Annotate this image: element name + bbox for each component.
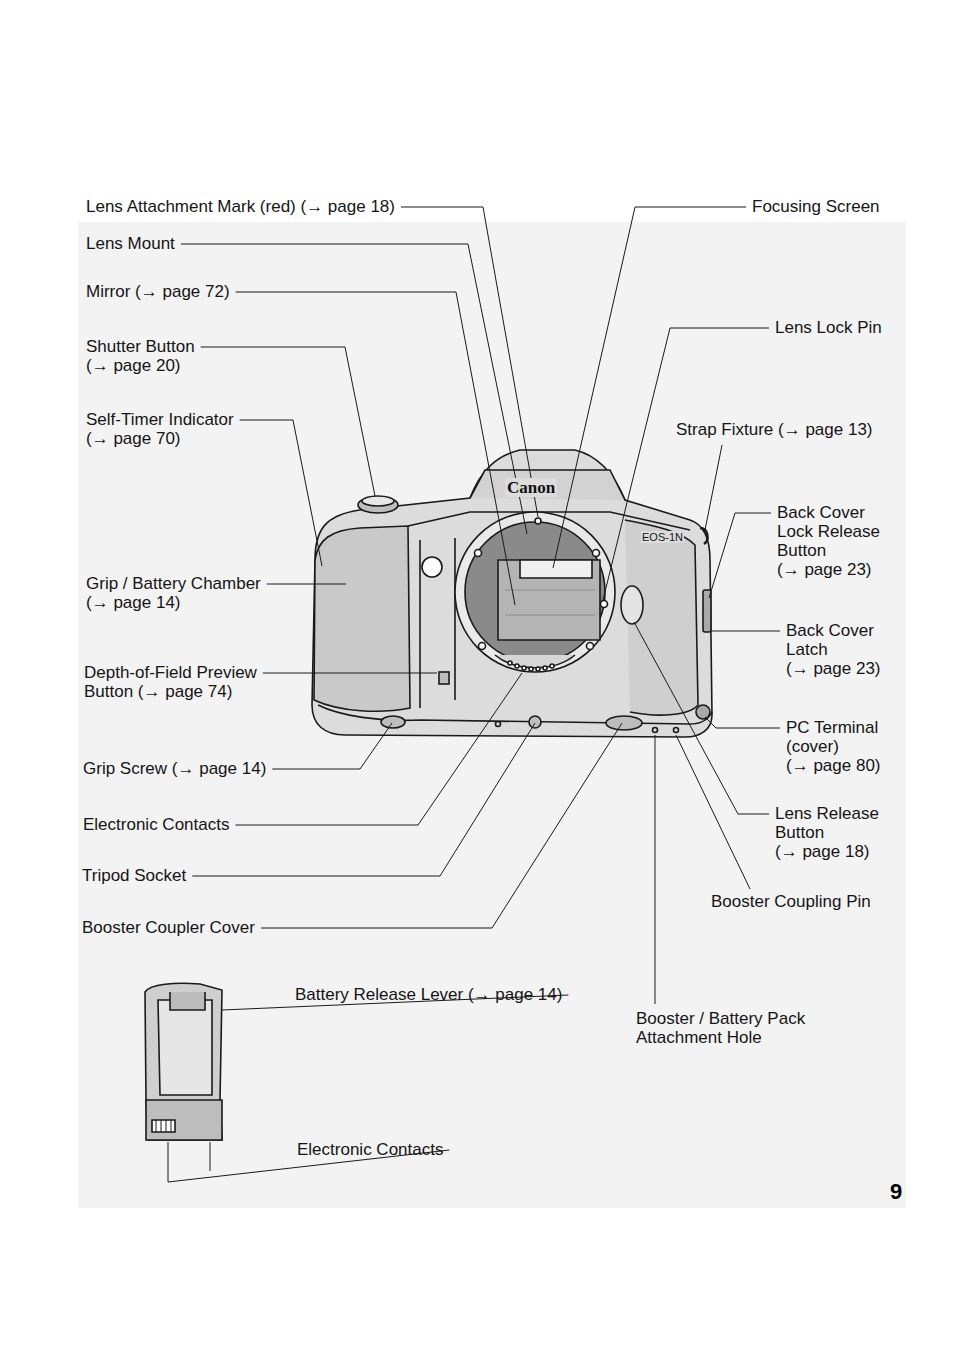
battery-grip xyxy=(145,983,222,1140)
text-line: Booster Coupling Pin xyxy=(711,892,871,911)
text-line: Grip / Battery Chamber xyxy=(86,574,261,593)
text-line: Lens Attachment Mark (red) (→ page 18) xyxy=(86,197,395,216)
part-label: Shutter Button (→ page 20) xyxy=(86,337,195,375)
text-line: Tripod Socket xyxy=(82,866,186,885)
text-line: Grip Screw (→ page 14) xyxy=(83,759,266,778)
part-label: Self-Timer Indicator (→ page 70) xyxy=(86,410,234,448)
text-line: (→ page 80) xyxy=(786,756,881,775)
part-label: PC Terminal (cover) (→ page 80) xyxy=(786,718,881,775)
text-line: Self-Timer Indicator xyxy=(86,410,234,429)
leader-line xyxy=(676,735,750,889)
part-label: Booster Coupling Pin xyxy=(711,892,871,911)
ground-tint xyxy=(78,222,906,1208)
text-line: Mirror (→ page 72) xyxy=(86,282,230,301)
leader-line xyxy=(272,723,392,769)
leader-line xyxy=(261,723,622,928)
part-label: Electronic Contacts xyxy=(83,815,229,834)
leader-line xyxy=(235,673,522,825)
text-line: EOS-1N xyxy=(642,531,683,543)
text-line: Electronic Contacts xyxy=(297,1140,443,1159)
text-line: Attachment Hole xyxy=(636,1028,805,1047)
text-line: Lens Mount xyxy=(86,234,175,253)
text-line: Lens Lock Pin xyxy=(775,318,882,337)
leader-line xyxy=(192,723,535,876)
text-line: (→ page 14) xyxy=(86,593,261,612)
leader-line xyxy=(236,292,515,605)
text-line: (→ page 23) xyxy=(786,659,881,678)
page-number: 9 xyxy=(890,1180,902,1204)
text-line: (→ page 18) xyxy=(775,842,879,861)
text-line: Shutter Button xyxy=(86,337,195,356)
part-label: Tripod Socket xyxy=(82,866,186,885)
text-line: Lens Release xyxy=(775,804,879,823)
text-line: Electronic Contacts xyxy=(83,815,229,834)
text-line: Canon xyxy=(507,478,555,497)
part-label: Grip / Battery Chamber (→ page 14) xyxy=(86,574,261,612)
camera-body xyxy=(312,450,712,737)
text-line: (→ page 70) xyxy=(86,429,234,448)
text-line: Booster Coupler Cover xyxy=(82,918,255,937)
text-line: PC Terminal xyxy=(786,718,881,737)
text-line: Lock Release xyxy=(777,522,880,541)
part-label: Booster / Battery Pack Attachment Hole xyxy=(636,1009,805,1047)
model-badge: EOS-1N xyxy=(641,531,684,543)
leader-line xyxy=(705,717,780,728)
part-label: Back Cover Lock Release Button (→ page 2… xyxy=(777,503,880,579)
part-label: Back Cover Latch (→ page 23) xyxy=(786,621,881,678)
leader-line xyxy=(210,1142,211,1171)
part-label: Depth-of-Field Preview Button (→ page 74… xyxy=(84,663,257,701)
leader-line xyxy=(553,207,746,568)
text-line: (cover) xyxy=(786,737,881,756)
text-line: Back Cover xyxy=(777,503,880,522)
leader-line xyxy=(181,244,527,534)
part-label: Lens Mount xyxy=(86,234,175,253)
part-label: Lens Lock Pin xyxy=(775,318,882,337)
part-label: Booster Coupler Cover xyxy=(82,918,255,937)
leader-line xyxy=(655,735,656,1004)
text-line: Button (→ page 74) xyxy=(84,682,257,701)
leader-line xyxy=(634,622,769,814)
text-line: Back Cover xyxy=(786,621,881,640)
text-line: Latch xyxy=(786,640,881,659)
leader-line xyxy=(705,445,722,530)
text-line: Focusing Screen xyxy=(752,197,880,216)
leader-line xyxy=(709,513,771,598)
part-label: Lens Release Button (→ page 18) xyxy=(775,804,879,861)
part-label: Battery Release Lever (→ page 14) xyxy=(295,985,562,1004)
part-label: Electronic Contacts xyxy=(297,1140,443,1159)
brand-logo: Canon xyxy=(505,478,557,497)
part-label: Lens Attachment Mark (red) (→ page 18) xyxy=(86,197,395,216)
text-line: Button xyxy=(777,541,880,560)
part-label: Strap Fixture (→ page 13) xyxy=(676,420,873,439)
text-line: 9 xyxy=(890,1180,902,1204)
text-line: Booster / Battery Pack xyxy=(636,1009,805,1028)
text-line: (→ page 23) xyxy=(777,560,880,579)
part-label: Focusing Screen xyxy=(752,197,880,216)
leader-line xyxy=(240,420,322,566)
leader-line xyxy=(603,328,769,600)
text-line: Strap Fixture (→ page 13) xyxy=(676,420,873,439)
text-line: Depth-of-Field Preview xyxy=(84,663,257,682)
leader-line xyxy=(712,631,780,632)
part-label: Grip Screw (→ page 14) xyxy=(83,759,266,778)
leader-line xyxy=(267,584,346,585)
text-line: Button xyxy=(775,823,879,842)
text-line: Battery Release Lever (→ page 14) xyxy=(295,985,562,1004)
leader-line xyxy=(263,673,437,674)
part-label: Mirror (→ page 72) xyxy=(86,282,230,301)
text-line: (→ page 20) xyxy=(86,356,195,375)
